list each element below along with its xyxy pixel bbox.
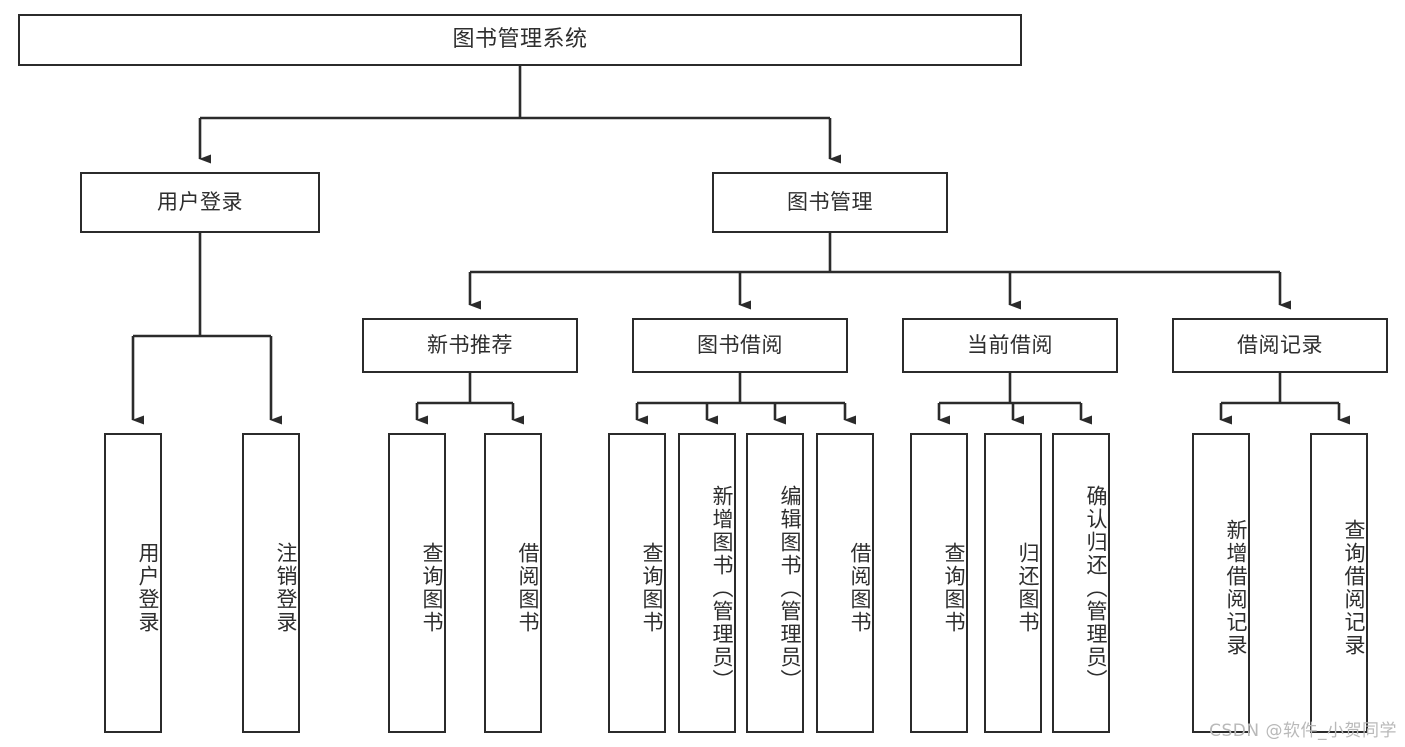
connector-trunk-record-to-leaves <box>1221 373 1339 405</box>
connector-trunk-root-to-level1 <box>200 66 830 120</box>
node-leaf-query-book-recommend: 查询图书 <box>388 433 446 733</box>
node-leaf-edit-book: 编辑图书（管理员） <box>746 433 804 733</box>
node-leaf-query-book-borrow: 查询图书 <box>608 433 666 733</box>
node-leaf-query-book-current: 查询图书 <box>910 433 968 733</box>
node-leaf-return-book: 归还图书 <box>984 433 1042 733</box>
node-leaf-add-borrow-record: 新增借阅记录 <box>1192 433 1250 733</box>
watermark-text: CSDN @软件_小贺同学 <box>1209 721 1397 741</box>
node-leaf-borrow-book-recommend: 借阅图书 <box>484 433 542 733</box>
node-new-book-recommend: 新书推荐 <box>362 318 578 373</box>
node-current-borrow: 当前借阅 <box>902 318 1118 373</box>
connector-trunk-userlogin-to-leaves <box>133 233 271 338</box>
node-leaf-confirm-return: 确认归还（管理员） <box>1052 433 1110 733</box>
node-leaf-add-book: 新增图书（管理员） <box>678 433 736 733</box>
node-book-manage: 图书管理 <box>712 172 948 233</box>
node-leaf-borrow-book: 借阅图书 <box>816 433 874 733</box>
connector-trunk-bookmanage-to-level2 <box>470 233 1280 274</box>
connector-trunk-borrow-to-leaves <box>637 373 845 405</box>
node-user-login: 用户登录 <box>80 172 320 233</box>
node-leaf-user-login: 用户登录 <box>104 433 162 733</box>
node-leaf-logout: 注销登录 <box>242 433 300 733</box>
node-root: 图书管理系统 <box>18 14 1022 66</box>
connector-trunk-recommend-to-leaves <box>417 373 513 405</box>
connector-trunk-current-to-leaves <box>939 373 1081 405</box>
node-leaf-query-borrow-record: 查询借阅记录 <box>1310 433 1368 733</box>
node-book-borrow: 图书借阅 <box>632 318 848 373</box>
node-borrow-record: 借阅记录 <box>1172 318 1388 373</box>
